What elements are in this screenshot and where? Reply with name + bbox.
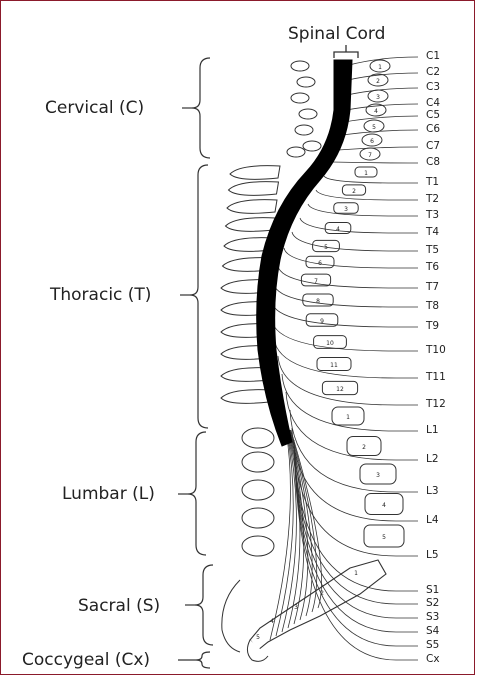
nerve-root <box>274 284 418 307</box>
vertebra-label-t7: T7 <box>426 281 439 293</box>
sacrum-posterior <box>222 580 240 652</box>
vertebra-label-t4: T4 <box>426 226 439 238</box>
vertebra-label-t2: T2 <box>426 193 439 205</box>
lumbar-number: 3 <box>376 472 380 479</box>
thoracic-number: 2 <box>352 188 356 195</box>
lumbar-number: 1 <box>346 414 350 421</box>
nerve-root <box>292 232 418 251</box>
sacrum <box>250 560 386 650</box>
vertebra-label-c6: C6 <box>426 123 440 135</box>
lumbar-number: 4 <box>382 502 386 509</box>
cervical-vertebra-left <box>303 141 321 151</box>
vertebra-label-l5: L5 <box>426 549 439 561</box>
nerve-root <box>308 204 418 216</box>
thoracic-number: 11 <box>330 362 338 369</box>
cervical-vertebra-left <box>287 147 305 157</box>
thoracic-number: 3 <box>344 206 348 213</box>
cauda-equina <box>276 430 293 636</box>
vertebra-label-t1: T1 <box>426 176 439 188</box>
vertebra-label-s4: S4 <box>426 625 439 637</box>
spinous-process <box>221 390 271 404</box>
vertebra-label-t8: T8 <box>426 300 439 312</box>
cervical-number: 6 <box>370 138 374 145</box>
vertebra-label-t9: T9 <box>426 320 439 332</box>
spinous-process <box>229 182 279 196</box>
sacral-number: 1 <box>354 570 358 577</box>
spinous-process <box>230 166 280 180</box>
sacral-number: 4 <box>270 618 274 625</box>
vertebra-label-l1: L1 <box>426 424 439 436</box>
vertebra-label-l3: L3 <box>426 485 439 497</box>
vertebra-label-s1: S1 <box>426 584 439 596</box>
thoracic-number: 10 <box>326 340 334 347</box>
vertebra-label-s3: S3 <box>426 611 439 623</box>
nerve-root <box>300 218 418 233</box>
lumbar-arch <box>242 428 274 448</box>
vertebra-label-t12: T12 <box>426 398 446 410</box>
cervical-number: 2 <box>376 78 380 85</box>
lumbar-arch <box>242 536 274 556</box>
vertebra-label-l4: L4 <box>426 514 439 526</box>
sacral-number: 3 <box>294 604 298 611</box>
vertebra-label-c5: C5 <box>426 109 440 121</box>
bracket-coccygeal <box>196 652 210 668</box>
vertebra-label-c7: C7 <box>426 140 440 152</box>
vertebra-label-t3: T3 <box>426 209 439 221</box>
thoracic-number: 7 <box>314 278 318 285</box>
thoracic-number: 4 <box>336 226 340 233</box>
lumbar-arch <box>242 508 274 528</box>
vertebra-label-cx: Cx <box>426 653 440 665</box>
lumbar-number: 2 <box>362 444 366 451</box>
bracket-lumbar <box>188 432 206 555</box>
vertebra-label-c4: C4 <box>426 97 440 109</box>
thoracic-number: 1 <box>364 170 368 177</box>
lumbar-number: 5 <box>382 534 386 541</box>
nerve-root <box>332 162 418 163</box>
sacral-number: 5 <box>256 634 260 641</box>
vertebra-label-c1: C1 <box>426 50 440 62</box>
cervical-vertebra-left <box>291 61 309 71</box>
bracket-sacral <box>195 565 213 645</box>
vertebra-label-s2: S2 <box>426 597 439 609</box>
thoracic-number: 9 <box>320 318 324 325</box>
cervical-number: 5 <box>372 124 376 131</box>
nerve-root <box>344 116 418 122</box>
cervical-vertebra-left <box>299 109 317 119</box>
cervical-number: 1 <box>378 64 382 71</box>
vertebra-label-t6: T6 <box>426 261 439 273</box>
cervical-vertebra-left <box>295 125 313 135</box>
thoracic-number: 8 <box>316 298 320 305</box>
thoracic-number: 6 <box>318 260 322 267</box>
sacral-number: 2 <box>320 590 324 597</box>
spinous-process <box>226 218 276 232</box>
cervical-vertebra-left <box>291 93 309 103</box>
bracket-thoracic <box>190 165 208 428</box>
bracket-cervical <box>192 58 210 158</box>
vertebra-label-c2: C2 <box>426 66 440 78</box>
cervical-vertebra-left <box>297 77 315 87</box>
vertebra-label-l2: L2 <box>426 453 439 465</box>
lumbar-arch <box>242 480 274 500</box>
nerve-root <box>338 147 418 150</box>
vertebra-label-c8: C8 <box>426 156 440 168</box>
thoracic-number: 5 <box>324 244 328 251</box>
thoracic-number: 12 <box>336 386 344 393</box>
cervical-number: 7 <box>368 152 372 159</box>
cervical-number: 3 <box>376 94 380 101</box>
cord-bracket <box>334 45 358 58</box>
lumbar-arch <box>242 452 274 472</box>
spinous-process <box>227 200 277 214</box>
vertebra-label-s5: S5 <box>426 639 439 651</box>
cervical-number: 4 <box>374 108 378 115</box>
vertebra-label-t10: T10 <box>426 344 446 356</box>
vertebra-label-t11: T11 <box>426 371 446 383</box>
nerve-root <box>278 266 418 288</box>
vertebra-label-c3: C3 <box>426 81 440 93</box>
nerve-root <box>316 190 418 200</box>
vertebra-label-t5: T5 <box>426 244 439 256</box>
